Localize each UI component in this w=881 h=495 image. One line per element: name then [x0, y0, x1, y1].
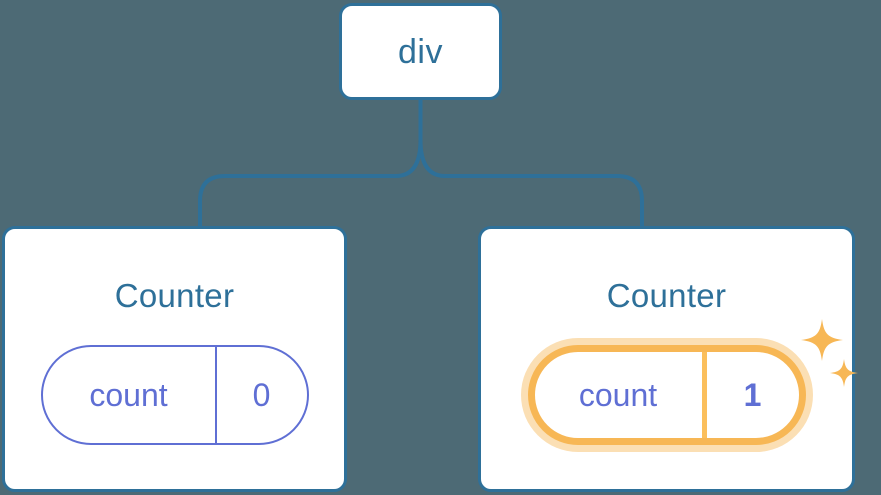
state-value-label: 0 — [252, 377, 271, 413]
component-title: Counter — [606, 277, 727, 314]
state-pill-wrapper: count 1 — [527, 319, 858, 445]
state-pill-key-cell: count — [43, 347, 217, 443]
component-title: Counter — [114, 277, 235, 314]
sparkles-icon — [800, 319, 858, 387]
state-pill-value-cell: 1 — [707, 352, 799, 438]
state-value-label: 1 — [743, 377, 762, 413]
component-card-counter-left[interactable]: Counter count 0 — [2, 226, 347, 492]
state-pill-key-cell: count — [535, 352, 707, 438]
state-pill[interactable]: count 0 — [40, 345, 309, 445]
root-node-div[interactable]: div — [339, 3, 502, 100]
state-pill-wrapper: count 0 — [40, 345, 309, 445]
connector-to-right-child — [418, 139, 644, 226]
component-card-counter-right[interactable]: Counter count 1 — [478, 226, 858, 492]
sparkle-large-icon — [800, 319, 843, 361]
state-pill-highlighted[interactable]: count 1 — [527, 345, 806, 445]
root-node-label: div — [398, 32, 443, 71]
state-key-label: count — [89, 377, 168, 413]
state-key-label: count — [578, 377, 658, 413]
sparkle-small-icon — [829, 359, 858, 387]
connector-to-left-child — [198, 139, 423, 226]
state-pill-value-cell: 0 — [217, 347, 307, 443]
